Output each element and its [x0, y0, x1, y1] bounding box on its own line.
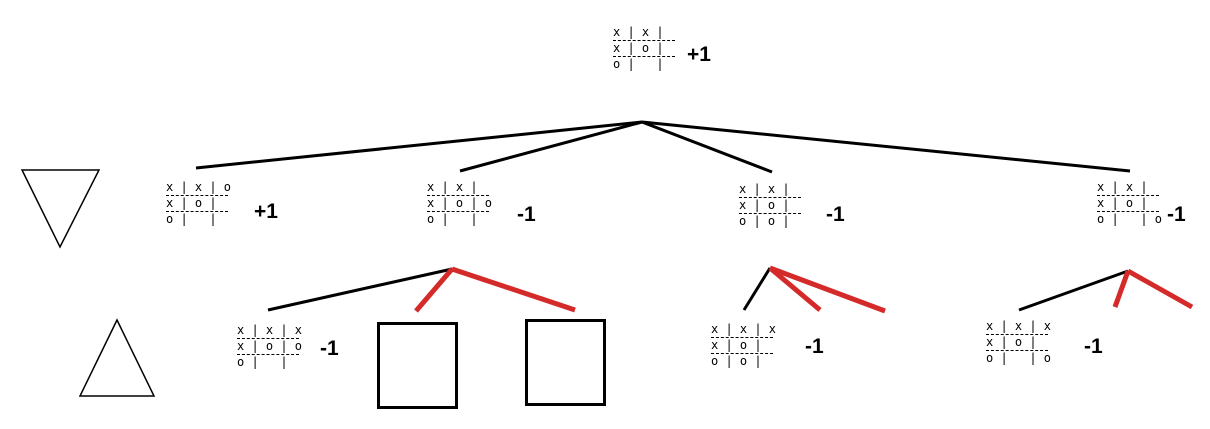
board-separator — [613, 40, 675, 41]
pruned-edge-min3-a — [768, 266, 822, 312]
board-row: o | | — [237, 355, 288, 369]
min-node-4-score: -1 — [1167, 203, 1186, 226]
board-row: o | | o — [986, 351, 1052, 365]
min-node-3-score: -1 — [826, 203, 845, 226]
root-score: +1 — [687, 43, 711, 66]
root-board: x | x | x | o | o | | — [613, 25, 675, 72]
board-row: x | x | o — [166, 180, 232, 194]
board-row: x | o | — [1097, 196, 1148, 210]
board-row: x | x | — [613, 25, 664, 39]
board-row: x | o | — [613, 41, 664, 55]
board-separator — [166, 211, 228, 212]
board-row: o | o | — [711, 354, 762, 368]
min-triangle-down-icon — [20, 169, 101, 249]
board-row: x | o | o — [237, 339, 303, 353]
edge-min4-max3 — [1018, 269, 1129, 312]
min-node-1-score: +1 — [254, 200, 278, 223]
pruned-node-box — [525, 319, 606, 406]
board-row: x | x | x — [711, 322, 777, 336]
board-row: o | | o — [1097, 212, 1163, 226]
pruned-edge-min2-a — [414, 267, 454, 313]
max-node-1-board: x | x | x x | o | o o | | — [237, 323, 302, 370]
pruned-edge-min4-b — [1126, 268, 1194, 310]
pruned-node-box — [377, 322, 458, 409]
board-row: o | | — [613, 57, 664, 71]
board-row: x | x | x — [237, 323, 303, 337]
board-row: x | x | — [427, 180, 478, 194]
edge-root-min2 — [459, 120, 643, 173]
max-node-2-board: x | x | x x | o | o | o | — [711, 322, 776, 369]
board-separator — [613, 56, 675, 57]
min-node-2-board: x | x | x | o | o o | | — [427, 180, 492, 227]
min-node-4-board: x | x | x | o | o | | o — [1097, 180, 1162, 227]
board-row: x | x | x — [986, 319, 1052, 333]
min-node-2-score: -1 — [517, 203, 536, 226]
edge-min3-max2 — [742, 267, 772, 311]
board-row: x | o | — [739, 198, 790, 212]
max-node-1-score: -1 — [320, 337, 339, 360]
board-row: o | o | — [739, 214, 790, 228]
edge-root-min4 — [641, 120, 1131, 173]
pruned-edge-min4-a — [1112, 270, 1131, 308]
board-separator — [711, 353, 773, 354]
pruned-edge-min2-b — [451, 266, 576, 313]
board-separator — [739, 197, 801, 198]
board-row: x | x | — [739, 182, 790, 196]
board-separator — [427, 195, 489, 196]
board-row: x | x | — [1097, 180, 1148, 194]
board-row: x | o | o — [427, 196, 493, 210]
board-separator — [166, 195, 228, 196]
pruned-edge-min3-b — [769, 265, 886, 314]
board-row: o | | — [427, 212, 478, 226]
edge-root-min1 — [195, 120, 643, 170]
board-separator — [711, 337, 773, 338]
board-row: x | o | — [711, 338, 762, 352]
edge-min2-max1 — [267, 267, 453, 312]
board-separator — [739, 213, 801, 214]
board-separator — [237, 338, 299, 339]
min-node-3-board: x | x | x | o | o | o | — [739, 182, 801, 229]
max-node-2-score: -1 — [805, 335, 824, 358]
board-separator — [986, 350, 1048, 351]
board-row: x | o | — [166, 196, 217, 210]
edge-root-min3 — [641, 120, 773, 174]
max-node-3-score: -1 — [1084, 335, 1103, 358]
min-node-1-board: x | x | o x | o | o | | — [166, 180, 231, 227]
board-separator — [427, 211, 489, 212]
max-node-3-board: x | x | x x | o | o | | o — [986, 319, 1051, 366]
board-separator — [986, 334, 1048, 335]
board-row: o | | — [166, 212, 217, 226]
board-row: x | o | — [986, 335, 1037, 349]
board-separator — [1097, 195, 1159, 196]
board-separator — [237, 354, 299, 355]
max-triangle-up-icon — [78, 318, 156, 397]
board-separator — [1097, 211, 1159, 212]
